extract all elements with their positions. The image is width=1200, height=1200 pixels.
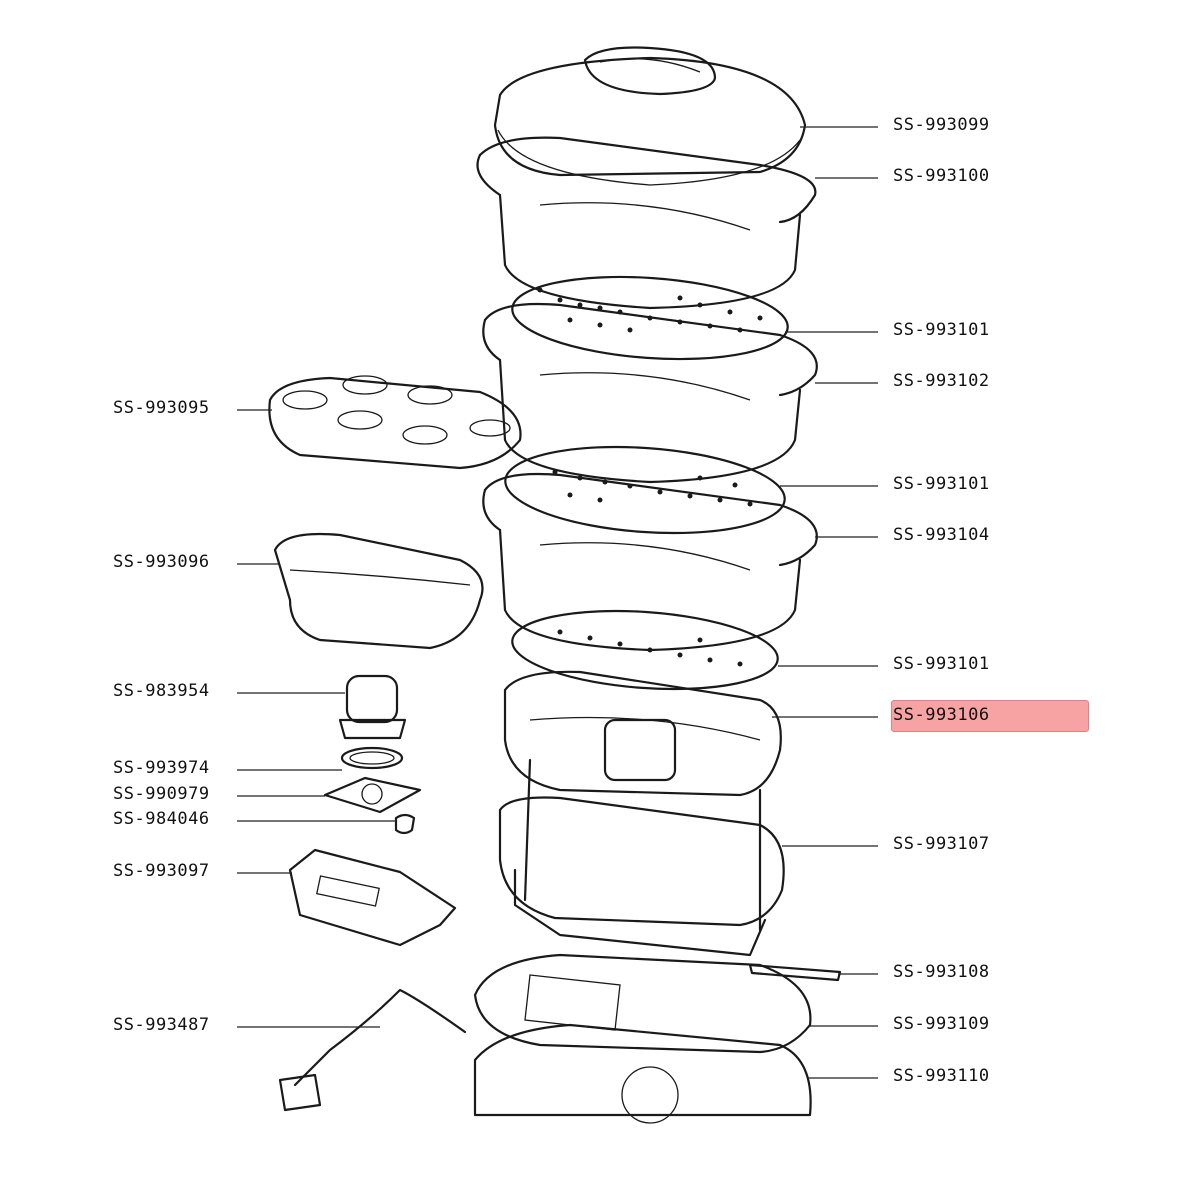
part-label-ss-993110[interactable]: SS-993110 [893, 1066, 990, 1086]
bottom-housing-icon[interactable] [473, 1023, 812, 1124]
egg-tray-icon[interactable] [268, 375, 522, 470]
water-tank-icon[interactable] [503, 670, 782, 932]
thermostat-icon[interactable] [394, 813, 416, 835]
part-label-ss-993102[interactable]: SS-993102 [893, 371, 990, 391]
middle-bowl-icon[interactable] [482, 302, 818, 484]
part-label-ss-993099[interactable]: SS-993099 [893, 115, 990, 135]
mounting-plate-icon[interactable] [323, 776, 422, 814]
part-label-ss-993109[interactable]: SS-993109 [893, 1014, 990, 1034]
part-label-ss-993101[interactable]: SS-993101 [893, 474, 990, 494]
rice-bowl-icon[interactable] [273, 532, 484, 650]
part-label-ss-990979[interactable]: SS-990979 [113, 784, 210, 804]
part-label-ss-984046[interactable]: SS-984046 [113, 809, 210, 829]
part-label-ss-993095[interactable]: SS-993095 [113, 398, 210, 418]
lower-bowl-icon[interactable] [482, 472, 818, 652]
part-label-ss-993096[interactable]: SS-993096 [113, 552, 210, 572]
drip-tray-grid-icon[interactable] [510, 268, 791, 367]
part-label-ss-993107[interactable]: SS-993107 [893, 834, 990, 854]
part-label-ss-993101[interactable]: SS-993101 [893, 654, 990, 674]
drip-tray-grid-icon[interactable] [502, 438, 787, 541]
clip-icon[interactable] [748, 963, 842, 982]
control-board-icon[interactable] [288, 848, 457, 947]
top-bowl-icon[interactable] [476, 136, 817, 310]
part-label-ss-993106[interactable]: SS-993106 [893, 705, 990, 725]
steamer-lid-icon[interactable] [493, 46, 807, 186]
part-label-ss-993104[interactable]: SS-993104 [893, 525, 990, 545]
heating-element-icon[interactable] [338, 674, 407, 740]
power-cord-icon[interactable] [278, 988, 467, 1112]
part-label-ss-993097[interactable]: SS-993097 [113, 861, 210, 881]
part-label-ss-993101[interactable]: SS-993101 [893, 320, 990, 340]
part-label-ss-993100[interactable]: SS-993100 [893, 166, 990, 186]
seal-ring-icon[interactable] [340, 746, 404, 770]
base-cover-icon[interactable] [473, 953, 812, 1054]
part-label-ss-993974[interactable]: SS-993974 [113, 758, 210, 778]
part-label-ss-993487[interactable]: SS-993487 [113, 1015, 210, 1035]
part-label-ss-983954[interactable]: SS-983954 [113, 681, 210, 701]
water-reservoir-base-icon[interactable] [498, 796, 785, 957]
part-label-ss-993108[interactable]: SS-993108 [893, 962, 990, 982]
drip-tray-grid-icon[interactable] [510, 603, 781, 697]
selected-part-highlight [891, 700, 1089, 732]
